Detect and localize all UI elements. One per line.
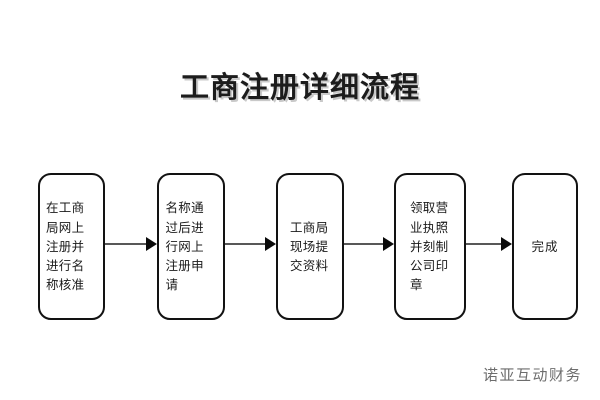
flow-step-2-label: 名称通过后进行网上注册申请 — [165, 200, 204, 293]
arrow-right-icon-4 — [466, 236, 512, 252]
flow-step-3[interactable]: 工商局现场提交资料 — [276, 173, 344, 320]
arrow-head — [383, 237, 394, 251]
flow-step-4[interactable]: 领取营业执照并刻制公司印章 — [394, 173, 466, 320]
arrow-right-icon-1 — [105, 236, 157, 252]
arrow-head — [501, 237, 512, 251]
arrow-shaft — [225, 243, 265, 245]
flow-step-4-label: 领取营业执照并刻制公司印章 — [410, 200, 449, 293]
flow-step-5-label: 完成 — [531, 238, 559, 254]
flow-step-1[interactable]: 在工商局网上注册并进行名称核准 — [38, 173, 105, 320]
flow-step-1-label: 在工商局网上注册并进行名称核准 — [46, 200, 85, 293]
flow-step-2[interactable]: 名称通过后进行网上注册申请 — [157, 173, 225, 320]
watermark: 诺亚互动财务 — [482, 366, 582, 384]
arrow-shaft — [105, 243, 146, 245]
arrow-head — [146, 237, 157, 251]
arrow-right-icon-2 — [225, 236, 276, 252]
arrow-shaft — [344, 243, 383, 245]
flow-step-3-label: 工商局现场提交资料 — [290, 219, 329, 274]
page-title: 工商注册详细流程 — [179, 70, 420, 104]
arrow-shaft — [466, 243, 501, 245]
arrow-head — [265, 237, 276, 251]
arrow-right-icon-3 — [344, 236, 394, 252]
flow-step-5[interactable]: 完成 — [512, 173, 578, 320]
